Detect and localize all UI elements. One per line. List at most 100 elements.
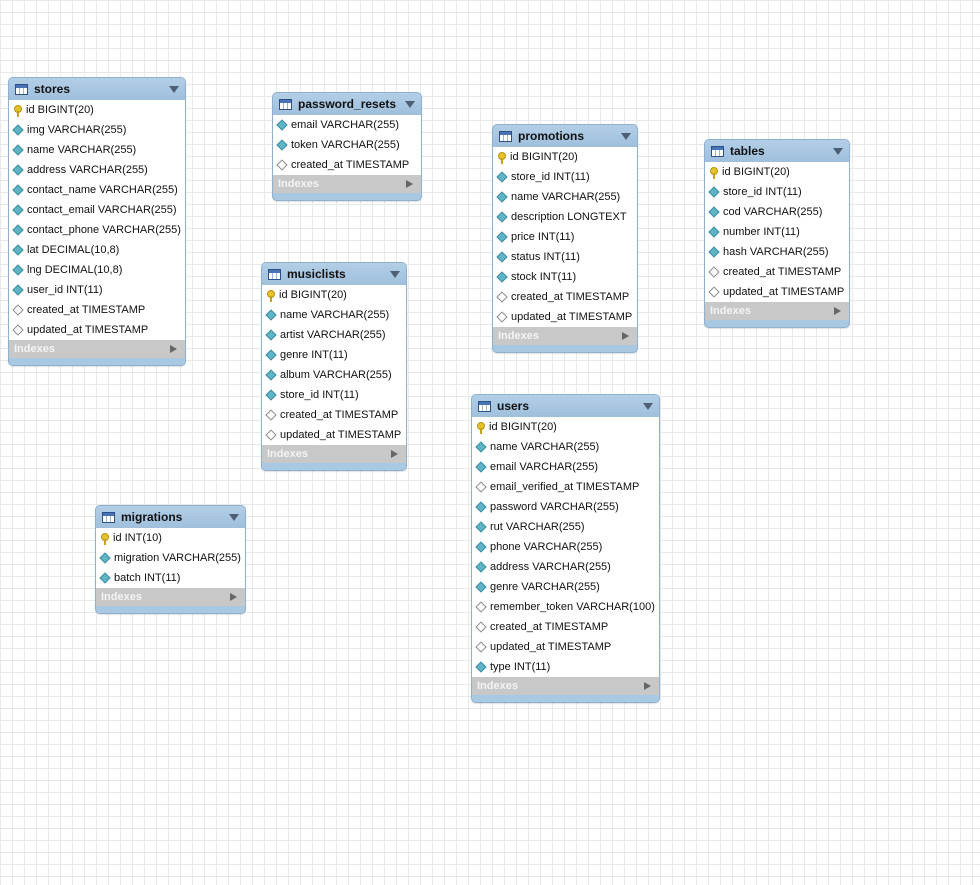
column-row[interactable]: number INT(11) (705, 222, 849, 242)
column-row[interactable]: hash VARCHAR(255) (705, 242, 849, 262)
column-label: price INT(11) (511, 231, 575, 243)
column-row[interactable]: contact_name VARCHAR(255) (9, 180, 185, 200)
expand-indexes-icon[interactable] (834, 307, 841, 315)
entity-header[interactable]: stores (9, 78, 185, 100)
collapse-icon[interactable] (169, 86, 179, 93)
column-row[interactable]: created_at TIMESTAMP (9, 300, 185, 320)
column-row[interactable]: rut VARCHAR(255) (472, 517, 659, 537)
collapse-icon[interactable] (621, 133, 631, 140)
column-row[interactable]: name VARCHAR(255) (262, 305, 406, 325)
collapse-icon[interactable] (390, 271, 400, 278)
indexes-bar[interactable]: Indexes (273, 175, 421, 193)
entity-header[interactable]: password_resets (273, 93, 421, 115)
indexes-bar[interactable]: Indexes (262, 445, 406, 463)
column-row[interactable]: store_id INT(11) (493, 167, 637, 187)
column-row[interactable]: name VARCHAR(255) (9, 140, 185, 160)
entity-header[interactable]: musiclists (262, 263, 406, 285)
column-row[interactable]: id BIGINT(20) (705, 162, 849, 182)
column-row[interactable]: email VARCHAR(255) (273, 115, 421, 135)
column-row[interactable]: user_id INT(11) (9, 280, 185, 300)
column-row[interactable]: type INT(11) (472, 657, 659, 677)
column-row[interactable]: price INT(11) (493, 227, 637, 247)
entity-header[interactable]: migrations (96, 506, 245, 528)
collapse-icon[interactable] (833, 148, 843, 155)
indexes-bar[interactable]: Indexes (493, 327, 637, 345)
column-row[interactable]: updated_at TIMESTAMP (9, 320, 185, 340)
indexes-bar[interactable]: Indexes (705, 302, 849, 320)
column-label: batch INT(11) (114, 572, 181, 584)
diamond-empty-icon (708, 286, 720, 298)
expand-indexes-icon[interactable] (230, 593, 237, 601)
column-row[interactable]: address VARCHAR(255) (472, 557, 659, 577)
column-row[interactable]: id INT(10) (96, 528, 245, 548)
diamond-filled-icon (475, 661, 487, 673)
entity-header[interactable]: tables (705, 140, 849, 162)
column-row[interactable]: updated_at TIMESTAMP (493, 307, 637, 327)
indexes-bar[interactable]: Indexes (96, 588, 245, 606)
expand-indexes-icon[interactable] (170, 345, 177, 353)
column-row[interactable]: phone VARCHAR(255) (472, 537, 659, 557)
column-row[interactable]: updated_at TIMESTAMP (705, 282, 849, 302)
expand-indexes-icon[interactable] (622, 332, 629, 340)
column-label: remember_token VARCHAR(100) (490, 601, 655, 613)
column-row[interactable]: genre INT(11) (262, 345, 406, 365)
indexes-bar[interactable]: Indexes (472, 677, 659, 695)
column-row[interactable]: created_at TIMESTAMP (262, 405, 406, 425)
column-row[interactable]: store_id INT(11) (705, 182, 849, 202)
column-row[interactable]: album VARCHAR(255) (262, 365, 406, 385)
column-row[interactable]: email VARCHAR(255) (472, 457, 659, 477)
column-row[interactable]: name VARCHAR(255) (493, 187, 637, 207)
column-row[interactable]: batch INT(11) (96, 568, 245, 588)
column-row[interactable]: artist VARCHAR(255) (262, 325, 406, 345)
column-row[interactable]: genre VARCHAR(255) (472, 577, 659, 597)
column-row[interactable]: id BIGINT(20) (9, 100, 185, 120)
column-label: img VARCHAR(255) (27, 124, 127, 136)
column-row[interactable]: remember_token VARCHAR(100) (472, 597, 659, 617)
column-row[interactable]: token VARCHAR(255) (273, 135, 421, 155)
column-row[interactable]: created_at TIMESTAMP (472, 617, 659, 637)
column-row[interactable]: email_verified_at TIMESTAMP (472, 477, 659, 497)
diamond-empty-icon (265, 409, 277, 421)
column-row[interactable]: lng DECIMAL(10,8) (9, 260, 185, 280)
expand-indexes-icon[interactable] (406, 180, 413, 188)
column-row[interactable]: migration VARCHAR(255) (96, 548, 245, 568)
column-row[interactable]: updated_at TIMESTAMP (262, 425, 406, 445)
column-row[interactable]: store_id INT(11) (262, 385, 406, 405)
column-row[interactable]: img VARCHAR(255) (9, 120, 185, 140)
key-icon (101, 532, 109, 545)
entity-header[interactable]: users (472, 395, 659, 417)
column-row[interactable]: cod VARCHAR(255) (705, 202, 849, 222)
diamond-filled-icon (265, 329, 277, 341)
expand-indexes-icon[interactable] (644, 682, 651, 690)
column-row[interactable]: contact_email VARCHAR(255) (9, 200, 185, 220)
column-row[interactable]: name VARCHAR(255) (472, 437, 659, 457)
column-row[interactable]: description LONGTEXT (493, 207, 637, 227)
column-row[interactable]: id BIGINT(20) (493, 147, 637, 167)
column-row[interactable]: updated_at TIMESTAMP (472, 637, 659, 657)
column-row[interactable]: password VARCHAR(255) (472, 497, 659, 517)
column-row[interactable]: contact_phone VARCHAR(255) (9, 220, 185, 240)
collapse-icon[interactable] (229, 514, 239, 521)
column-row[interactable]: created_at TIMESTAMP (273, 155, 421, 175)
column-row[interactable]: created_at TIMESTAMP (705, 262, 849, 282)
collapse-icon[interactable] (405, 101, 415, 108)
column-row[interactable]: lat DECIMAL(10,8) (9, 240, 185, 260)
column-row[interactable]: id BIGINT(20) (262, 285, 406, 305)
column-row[interactable]: status INT(11) (493, 247, 637, 267)
column-row[interactable]: created_at TIMESTAMP (493, 287, 637, 307)
column-row[interactable]: address VARCHAR(255) (9, 160, 185, 180)
entity-header[interactable]: promotions (493, 125, 637, 147)
column-row[interactable]: stock INT(11) (493, 267, 637, 287)
expand-indexes-icon[interactable] (391, 450, 398, 458)
indexes-bar[interactable]: Indexes (9, 340, 185, 358)
column-row[interactable]: id BIGINT(20) (472, 417, 659, 437)
collapse-icon[interactable] (643, 403, 653, 410)
